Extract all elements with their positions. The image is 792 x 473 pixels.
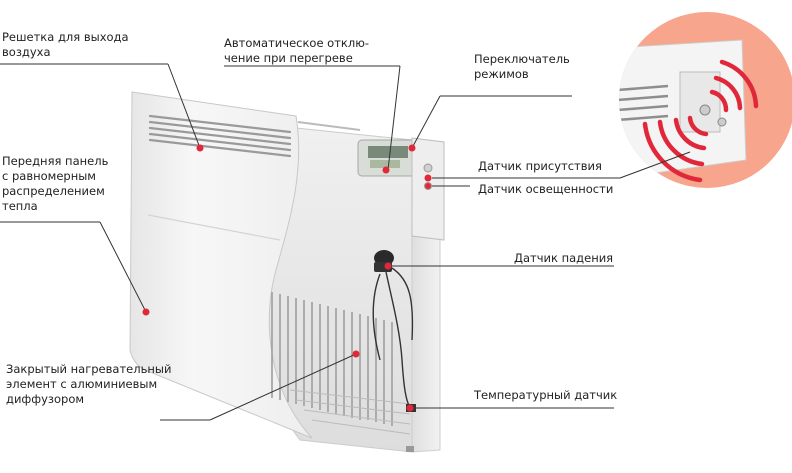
- label-line: чение при перегреве: [224, 51, 353, 65]
- leader-lines: [0, 63, 691, 421]
- marker-presence: [424, 174, 432, 182]
- presence-waves: [642, 59, 759, 183]
- front-panel: [129, 91, 313, 439]
- air-outlet-grille: [148, 114, 292, 158]
- foot: [406, 446, 414, 452]
- marker-overheat: [382, 166, 390, 174]
- label-line: Решетка для выхода: [2, 30, 129, 44]
- label-line: тепла: [2, 199, 38, 213]
- label-line: элемент с алюминиевым: [6, 377, 158, 391]
- label-line: режимов: [474, 67, 529, 81]
- wiring: [372, 267, 414, 409]
- label-front-panel: Передняя панель с равномерным распределе…: [2, 154, 108, 214]
- markers: [142, 144, 432, 412]
- label-fall-sensor: Датчик падения: [514, 251, 614, 265]
- marker-temperature: [406, 404, 414, 412]
- label-overheat-shutoff: Автоматическое отклю- чение при перегрев…: [224, 36, 369, 66]
- heating-fins: [271, 292, 393, 426]
- label-presence-sensor: Датчик присутствия: [478, 159, 602, 173]
- label-line: воздуха: [2, 45, 51, 59]
- panel-fold: [147, 214, 281, 241]
- label-line: распределением: [2, 184, 105, 198]
- heater-body: [129, 91, 445, 453]
- label-line: с равномерным: [2, 169, 96, 183]
- label-line: Закрытый нагревательный: [6, 362, 172, 376]
- label-line: Автоматическое отклю-: [224, 36, 370, 50]
- marker-air-outlet: [196, 144, 204, 152]
- marker-front-panel: [142, 308, 150, 316]
- marker-fall: [384, 262, 392, 270]
- label-heating-element: Закрытый нагревательный элемент с алюмин…: [6, 362, 171, 407]
- marker-mode-switch: [408, 144, 416, 152]
- label-air-outlet-grille: Решетка для выхода воздуха: [2, 30, 129, 60]
- label-line: Переключатель: [474, 52, 570, 66]
- diffuser-grid: [289, 389, 411, 435]
- control-module: [357, 139, 417, 177]
- label-line: диффузором: [6, 392, 85, 406]
- label-light-sensor: Датчик освещенности: [478, 182, 614, 196]
- marker-light: [425, 183, 431, 189]
- label-temperature-sensor: Температурный датчик: [474, 388, 618, 402]
- inner-top-edge: [297, 121, 361, 131]
- label-mode-switch: Переключатель режимов: [474, 52, 570, 82]
- presence-sensor-window: [423, 163, 433, 173]
- label-line: Передняя панель: [2, 154, 109, 168]
- fall-sensor-part: [374, 250, 394, 272]
- sensor-inset: [619, 12, 792, 188]
- marker-heating: [352, 350, 360, 358]
